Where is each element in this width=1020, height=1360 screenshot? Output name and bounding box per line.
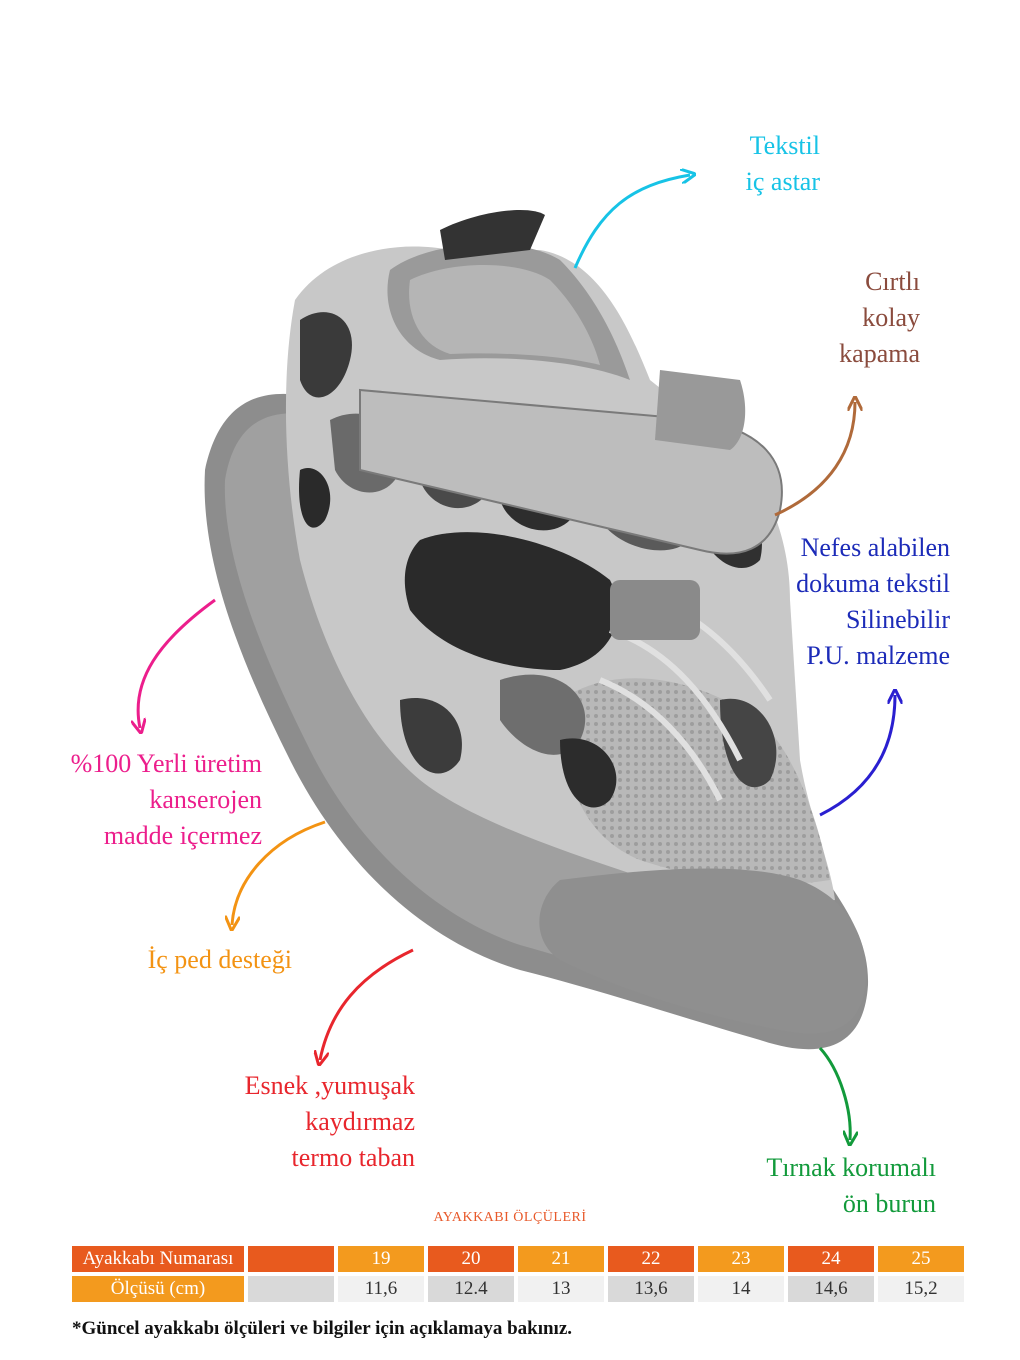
product-illustration: Tekstil iç astar Cırtlı kolay kapama Nef… — [0, 0, 1020, 1218]
callout-line: Nefes alabilen — [800, 533, 950, 562]
callout-line: iç astar — [745, 167, 820, 196]
callout-line: Cırtlı — [865, 267, 920, 296]
callout-line: %100 Yerli üretim — [70, 749, 262, 778]
size-table: Ayakkabı Numarası 19 20 21 22 23 24 25 Ö… — [68, 1242, 968, 1306]
callout-line: madde içermez — [103, 821, 262, 850]
callout-line: dokuma tekstil — [796, 569, 950, 598]
cm-cell: 11,6 — [338, 1276, 424, 1302]
callout-yerli: %100 Yerli üretim kanserojen madde içerm… — [40, 746, 262, 854]
cm-cell: 14,6 — [788, 1276, 874, 1302]
callout-line: kapama — [839, 339, 920, 368]
callout-line: P.U. malzeme — [806, 641, 950, 670]
size-cell: 19 — [338, 1246, 424, 1272]
shoe-image — [0, 0, 1020, 1200]
callout-line: Esnek ,yumuşak — [244, 1071, 415, 1100]
callout-line: Silinebilir — [846, 605, 950, 634]
arrow-esnek — [320, 948, 414, 1060]
size-table-title: AYAKKABI ÖLÇÜLERİ — [433, 1210, 587, 1225]
cm-cell: 12.4 — [428, 1276, 514, 1302]
callout-nefes: Nefes alabilen dokuma tekstil Silinebili… — [745, 530, 950, 674]
callout-line: kanserojen — [149, 785, 262, 814]
footnote: *Güncel ayakkabı ölçüleri ve bilgiler iç… — [72, 1318, 573, 1339]
arrow-ped — [232, 820, 326, 925]
size-cell: 24 — [788, 1246, 874, 1272]
size-number-row: Ayakkabı Numarası 19 20 21 22 23 24 25 — [72, 1246, 964, 1272]
size-cm-label: Ölçüsü (cm) — [72, 1276, 244, 1302]
callout-ped: İç ped desteği — [118, 942, 292, 978]
size-cell: 25 — [878, 1246, 964, 1272]
callout-line: kaydırmaz — [305, 1107, 415, 1136]
arrow-yerli — [138, 598, 216, 728]
arrow-tirnak — [818, 1046, 850, 1140]
callout-cirtli: Cırtlı kolay kapama — [780, 264, 920, 372]
callout-tekstil: Tekstil iç astar — [700, 128, 820, 200]
arrow-nefes — [819, 695, 895, 817]
blank-cell — [248, 1246, 334, 1272]
size-cell: 23 — [698, 1246, 784, 1272]
blank-cell — [248, 1276, 334, 1302]
size-cell: 22 — [608, 1246, 694, 1272]
callout-line: kolay — [862, 303, 920, 332]
size-cell: 20 — [428, 1246, 514, 1272]
size-number-label: Ayakkabı Numarası — [72, 1246, 244, 1272]
callout-tirnak: Tırnak korumalı ön burun — [740, 1150, 936, 1222]
arrow-tekstil — [573, 175, 690, 269]
cm-cell: 15,2 — [878, 1276, 964, 1302]
arrow-cirtli — [774, 402, 855, 517]
size-cm-row: Ölçüsü (cm) 11,6 12.4 13 13,6 14 14,6 15… — [72, 1276, 964, 1302]
callout-line: Tırnak korumalı — [766, 1153, 936, 1182]
callout-line: İç ped desteği — [147, 945, 292, 974]
cm-cell: 14 — [698, 1276, 784, 1302]
size-cell: 21 — [518, 1246, 604, 1272]
cm-cell: 13,6 — [608, 1276, 694, 1302]
callout-line: termo taban — [291, 1143, 415, 1172]
toe-cap — [539, 868, 867, 1034]
cm-cell: 13 — [518, 1276, 604, 1302]
callout-line: ön burun — [842, 1189, 936, 1218]
callout-line: Tekstil — [749, 131, 820, 160]
callout-esnek: Esnek ,yumuşak kaydırmaz termo taban — [210, 1068, 415, 1176]
